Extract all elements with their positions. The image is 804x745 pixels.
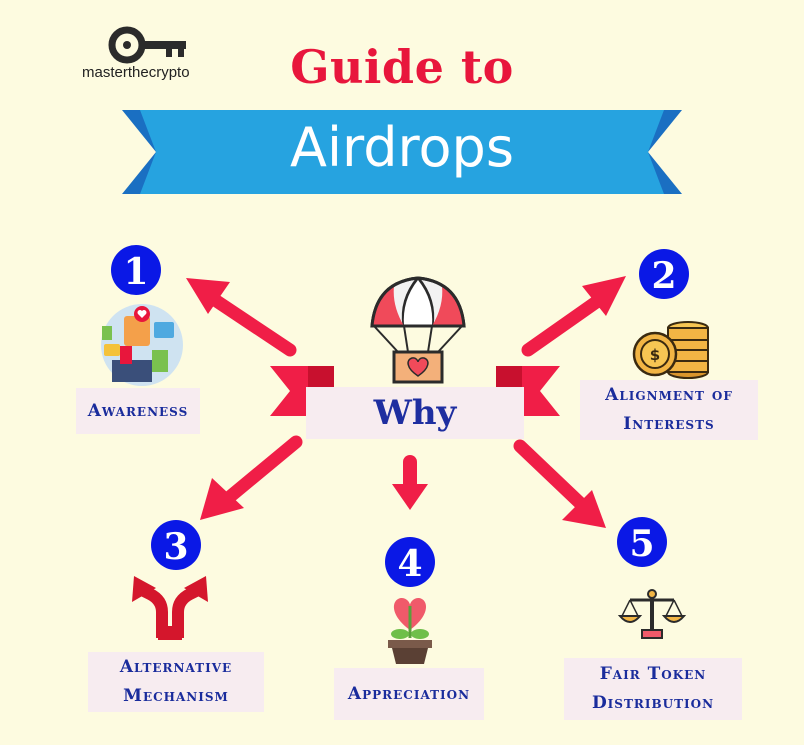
node-3-label-box: Alternative Mechanism xyxy=(88,652,264,712)
heart-plant-icon xyxy=(388,598,432,664)
node-1-label: Awareness xyxy=(87,400,189,421)
key-logo-icon xyxy=(108,26,186,64)
node-2-label-box: Alignment of Interests xyxy=(580,380,758,440)
arrow-to-5 xyxy=(513,439,606,528)
arrow-to-2 xyxy=(521,276,626,357)
node-4-label-box: Appreciation xyxy=(334,668,484,720)
split-arrow-icon xyxy=(132,576,208,640)
social-media-icon xyxy=(101,304,183,386)
svg-text:$: $ xyxy=(650,346,660,364)
title-banner xyxy=(122,110,682,194)
number-5: 5 xyxy=(629,523,654,565)
center-label: Why xyxy=(373,392,457,433)
number-1: 1 xyxy=(123,251,148,293)
node-5-label-line2: Distribution xyxy=(591,693,715,713)
guide-title: Guide to xyxy=(290,40,514,94)
number-badge-5: 5 xyxy=(617,517,667,567)
arrow-to-1 xyxy=(186,278,297,357)
number-4: 4 xyxy=(397,543,422,585)
node-3-label-line1: Alternative xyxy=(119,657,233,677)
arrow-to-3 xyxy=(200,435,303,520)
node-5-label-line1: Fair Token xyxy=(599,664,707,684)
number-badge-2: 2 xyxy=(639,249,689,299)
number-badge-1: 1 xyxy=(111,245,161,295)
node-3-label-line2: Mechanism xyxy=(123,686,229,706)
number-badge-3: 3 xyxy=(151,520,201,570)
balance-scale-icon xyxy=(617,589,687,639)
node-4-label: Appreciation xyxy=(347,683,471,704)
coin-stack-icon: $ xyxy=(632,321,709,379)
number-2: 2 xyxy=(651,255,676,297)
center-label-box: Why xyxy=(306,387,524,439)
node-2-label-line2: Interests xyxy=(623,414,715,434)
node-2-label-line1: Alignment of xyxy=(605,385,733,405)
parachute-gift-icon xyxy=(370,276,466,384)
number-badge-4: 4 xyxy=(385,537,435,587)
brand-logo-text: masterthecrypto xyxy=(82,64,190,81)
node-1-label-box: Awareness xyxy=(76,388,200,434)
arrow-to-4 xyxy=(392,455,428,510)
node-5-label-box: Fair Token Distribution xyxy=(564,658,742,720)
number-3: 3 xyxy=(163,526,188,568)
banner-title: Airdrops xyxy=(290,116,514,179)
